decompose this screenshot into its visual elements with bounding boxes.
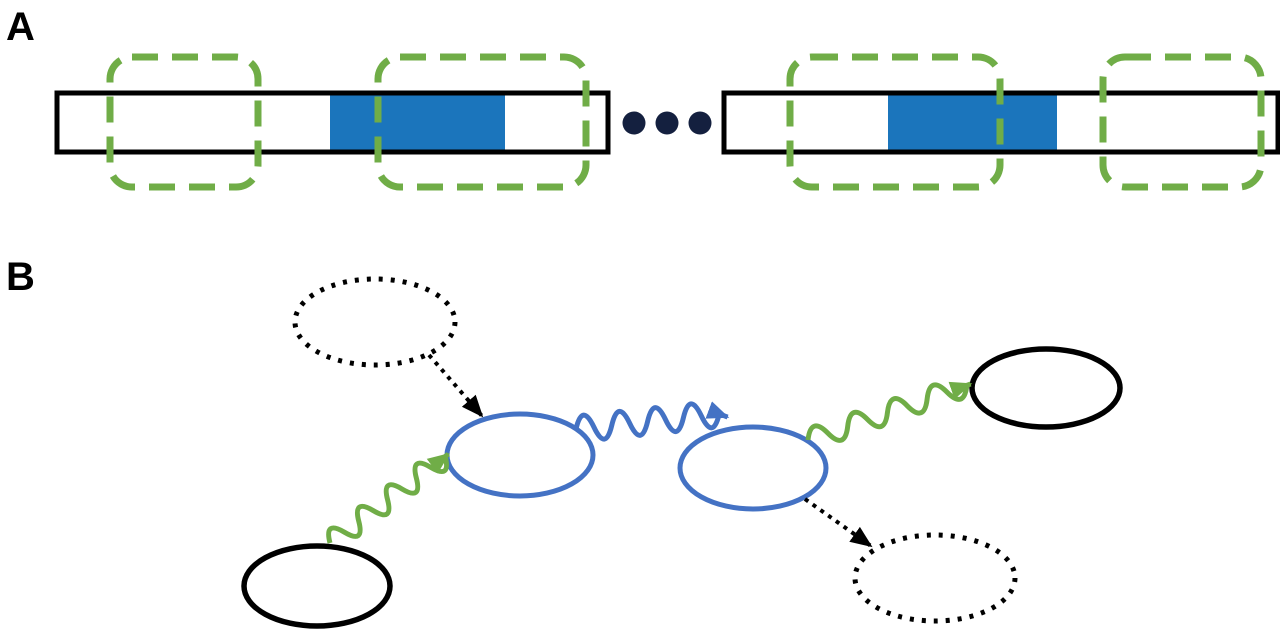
ellipsis-dot — [622, 111, 646, 135]
left-bar-outline — [54, 90, 611, 155]
ellipsis-dot — [655, 111, 679, 135]
dotted-node-bottom-right — [852, 532, 1018, 624]
green-wavy-arrow-right — [805, 381, 973, 443]
dashed-region-box-3 — [786, 53, 1004, 191]
panel-a-label: A — [6, 5, 35, 49]
ellipsis-dot — [688, 111, 712, 135]
solid-node-top-right — [969, 346, 1123, 430]
panel-b-label: B — [6, 255, 35, 299]
dashed-region-box-2 — [374, 53, 590, 191]
green-wavy-arrow-left — [326, 452, 450, 544]
dotted-arrow-bottom — [803, 497, 873, 548]
panel-a: A — [6, 5, 1280, 191]
dotted-arrow-top — [427, 353, 484, 418]
ellipsis-dots — [622, 111, 712, 135]
right-bar-blue-segment — [888, 95, 1057, 150]
blue-node-right — [677, 424, 829, 512]
left-bar-blue-segment — [330, 95, 505, 150]
blue-wavy-arrow — [573, 401, 730, 442]
solid-node-bottom-left — [241, 543, 393, 629]
blue-node-left — [444, 411, 596, 499]
dashed-region-box-1 — [106, 53, 262, 191]
dotted-node-top-left — [292, 276, 458, 368]
panel-b: B — [6, 255, 1123, 629]
dashed-region-box-4 — [1099, 53, 1265, 191]
